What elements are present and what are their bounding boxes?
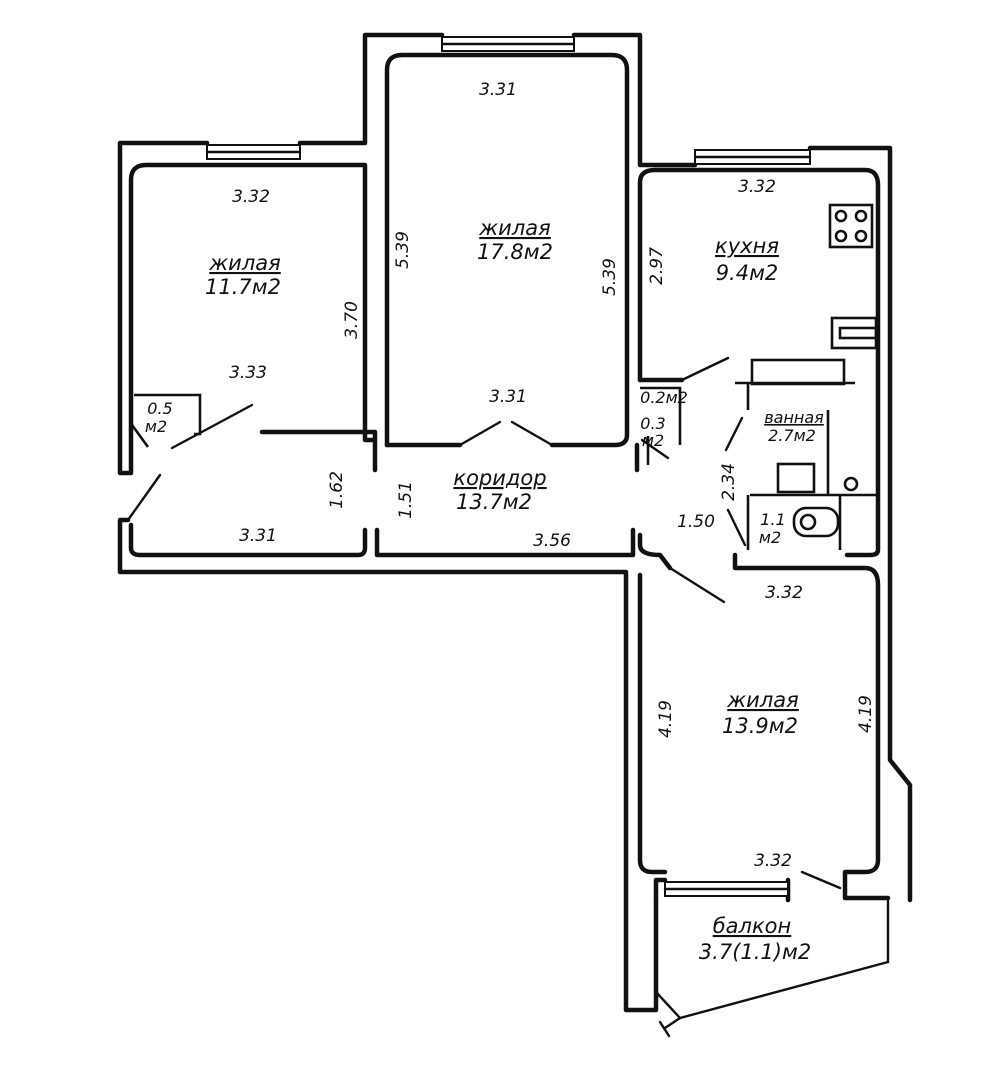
outer-walls (117, 32, 913, 1013)
doors (126, 356, 842, 890)
dim-center-top: 3.31 (479, 80, 517, 100)
kitchen-sink-icon (830, 316, 878, 350)
dim-center-left: 5.39 (393, 231, 413, 269)
dim-bottom-top: 3.32 (765, 583, 803, 603)
dim-left-side: 3.70 (342, 301, 362, 339)
door-kitchen (680, 356, 730, 382)
kitchen-name: кухня (715, 234, 779, 258)
center-bedroom-area: 17.8м2 (477, 240, 553, 264)
closet-left-value: 0.5 (147, 399, 172, 418)
dim-bottom-right: 4.19 (856, 695, 876, 733)
wc-unit: м2 (759, 528, 781, 547)
bathroom-name: ванная (764, 408, 824, 427)
dim-bath-height: 2.34 (719, 463, 739, 501)
bottom-room-area: 13.9м2 (722, 714, 798, 738)
dimension-labels: 3.32 3.70 3.33 3.31 5.39 5.39 3.31 3.32 … (229, 80, 876, 871)
windows (205, 36, 812, 897)
dim-bottom-bottom: 3.32 (754, 851, 792, 871)
dim-corridor-left-height: 1.62 (327, 471, 347, 509)
door-center-left (458, 420, 502, 447)
door-bath (724, 416, 744, 452)
door-balcony (800, 870, 842, 890)
door-wc (726, 508, 747, 547)
closet-03-value: 0.3 (640, 414, 665, 433)
bathroom-area: 2.7м2 (768, 426, 816, 445)
dim-corridor-left-bottom: 3.31 (239, 526, 277, 546)
dim-bottom-left: 4.19 (656, 700, 676, 738)
dim-center-bottom: 3.31 (489, 387, 527, 407)
drain-icon (843, 476, 859, 492)
closet-left-unit: м2 (145, 417, 167, 436)
kitchen-area: 9.4м2 (716, 261, 779, 285)
door-center-right (510, 420, 554, 447)
door-entrance (126, 473, 162, 522)
bottom-room-name: жилая (726, 688, 799, 712)
center-bedroom-name: жилая (478, 216, 551, 240)
left-bedroom-name: жилая (208, 251, 281, 275)
fixtures (750, 203, 878, 538)
washbasin-icon (776, 462, 816, 494)
partitions (130, 381, 878, 550)
corridor-name: коридор (453, 466, 546, 490)
dim-left-top: 3.32 (232, 187, 270, 207)
balcony-name: балкон (713, 914, 792, 938)
door-left-bedroom (170, 403, 254, 450)
closet-02-area: 0.2м2 (640, 388, 688, 407)
left-bedroom-area: 11.7м2 (205, 275, 281, 299)
stove-icon (828, 203, 874, 249)
door-bottom-room (668, 566, 726, 604)
dim-corridor-bottom: 3.56 (533, 531, 571, 551)
interior-walls (128, 52, 891, 1038)
room-labels: жилая 11.7м2 жилая 17.8м2 кухня 9.4м2 ва… (145, 216, 824, 964)
dim-center-right: 5.39 (600, 258, 620, 296)
balcony-area: 3.7(1.1)м2 (699, 940, 811, 964)
dim-kitchen-left: 2.97 (647, 247, 667, 285)
bathtub-icon (750, 358, 846, 386)
corridor-area: 13.7м2 (456, 490, 532, 514)
wc-value: 1.1 (760, 510, 785, 529)
dim-corridor-right: 1.50 (677, 512, 715, 532)
dim-left-bottom: 3.33 (229, 363, 267, 383)
toilet-icon (792, 506, 840, 538)
door-closet (640, 438, 670, 460)
dim-corridor-mid-height: 1.51 (396, 481, 416, 519)
closet-03-unit: м2 (642, 431, 664, 450)
dim-kitchen-top: 3.32 (738, 177, 776, 197)
